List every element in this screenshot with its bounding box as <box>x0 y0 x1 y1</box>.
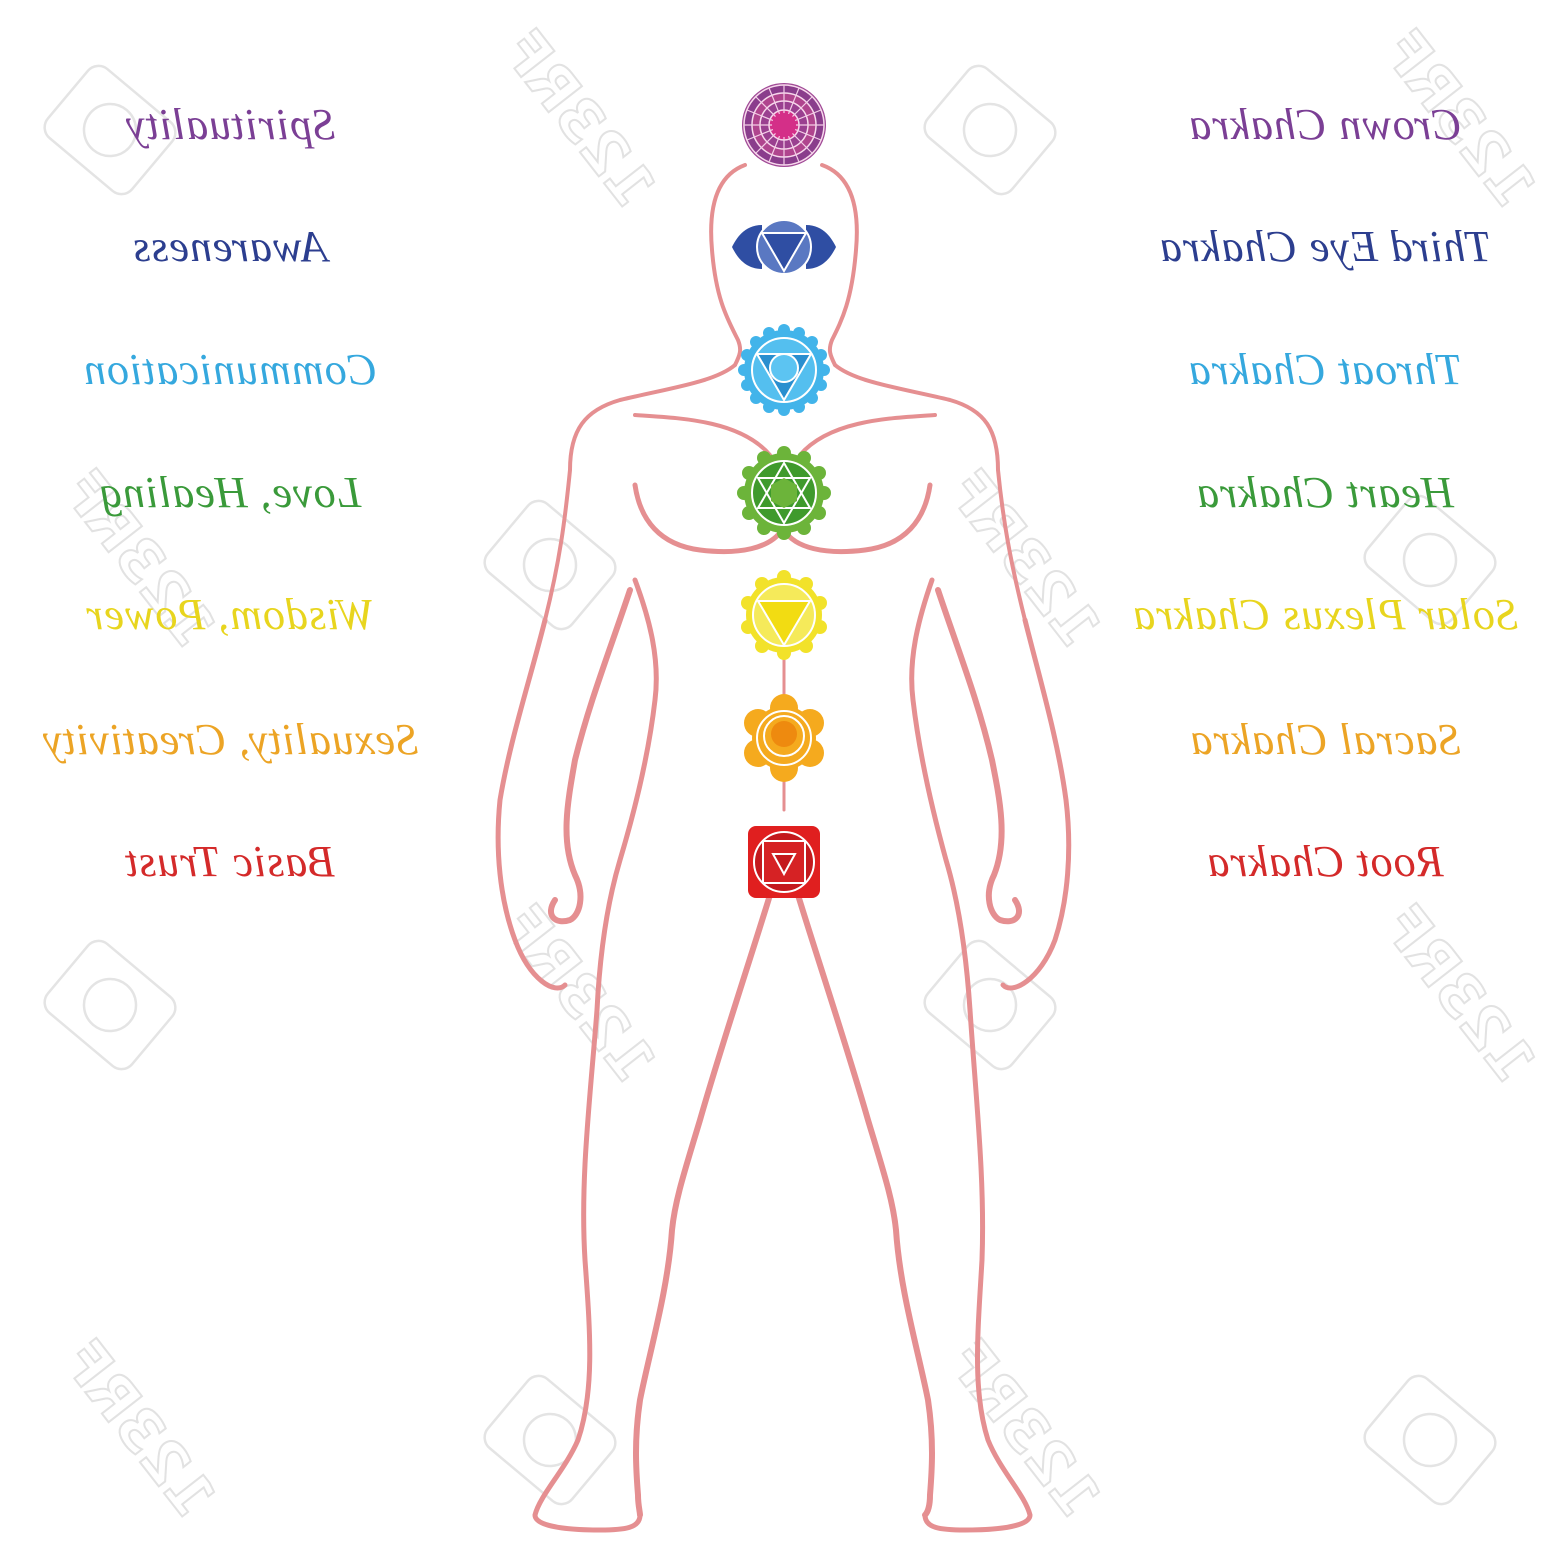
left-leg-outer <box>532 1007 643 1533</box>
meaning-label-crown: Spirituality <box>125 100 335 149</box>
right-arm-outer <box>1000 617 1072 991</box>
chakra-name-root: Root Chakra <box>1206 837 1444 886</box>
crown-chakra-icon <box>742 83 826 167</box>
right-arm-inner <box>935 587 1022 925</box>
root-chakra-icon <box>748 826 820 898</box>
heart-chakra-icon <box>737 446 831 540</box>
meaning-label-throat: Communication <box>82 345 378 394</box>
left-leg-inner <box>633 892 773 1518</box>
chakra-name-solar-plexus: Solar Plexus Chakra <box>1132 590 1518 639</box>
sacral-chakra-icon <box>744 694 824 782</box>
meaning-label-third-eye: Awareness <box>132 222 328 271</box>
left-arm-outer <box>495 617 568 991</box>
right-torso <box>909 577 973 1013</box>
left-clavicle <box>633 413 772 457</box>
left-pectoral <box>632 482 785 555</box>
right-clavicle <box>798 413 937 457</box>
chakra-name-crown: Crown Chakra <box>1188 100 1462 149</box>
head-outline-right <box>820 163 859 367</box>
meaning-label-solar-plexus: Wisdom, Power <box>85 590 375 639</box>
meaning-label-sacral: Sexuality, Creativity <box>41 715 419 764</box>
left-arm-inner <box>548 587 633 925</box>
solar-plexus-chakra-icon <box>741 570 827 660</box>
right-shoulder <box>833 363 1027 622</box>
right-leg-outer <box>922 1007 1033 1533</box>
chakra-name-heart: Heart Chakra <box>1196 468 1454 517</box>
head-outline <box>709 163 747 367</box>
right-leg-inner <box>795 892 935 1518</box>
third-eye-chakra-icon <box>732 219 836 275</box>
watermark-camera-icons <box>43 64 1497 1506</box>
left-torso <box>594 577 659 1013</box>
throat-chakra-icon <box>738 324 830 416</box>
chakra-name-throat: Throat Chakra <box>1187 345 1463 394</box>
right-pectoral <box>781 482 933 555</box>
meaning-label-heart: Love, Healing <box>98 468 362 517</box>
meaning-label-root: Basic Trust <box>124 837 336 886</box>
chakra-name-sacral: Sacral Chakra <box>1189 715 1461 764</box>
left-shoulder <box>543 363 737 622</box>
chakra-name-third-eye: Third Eye Chakra <box>1158 222 1492 271</box>
